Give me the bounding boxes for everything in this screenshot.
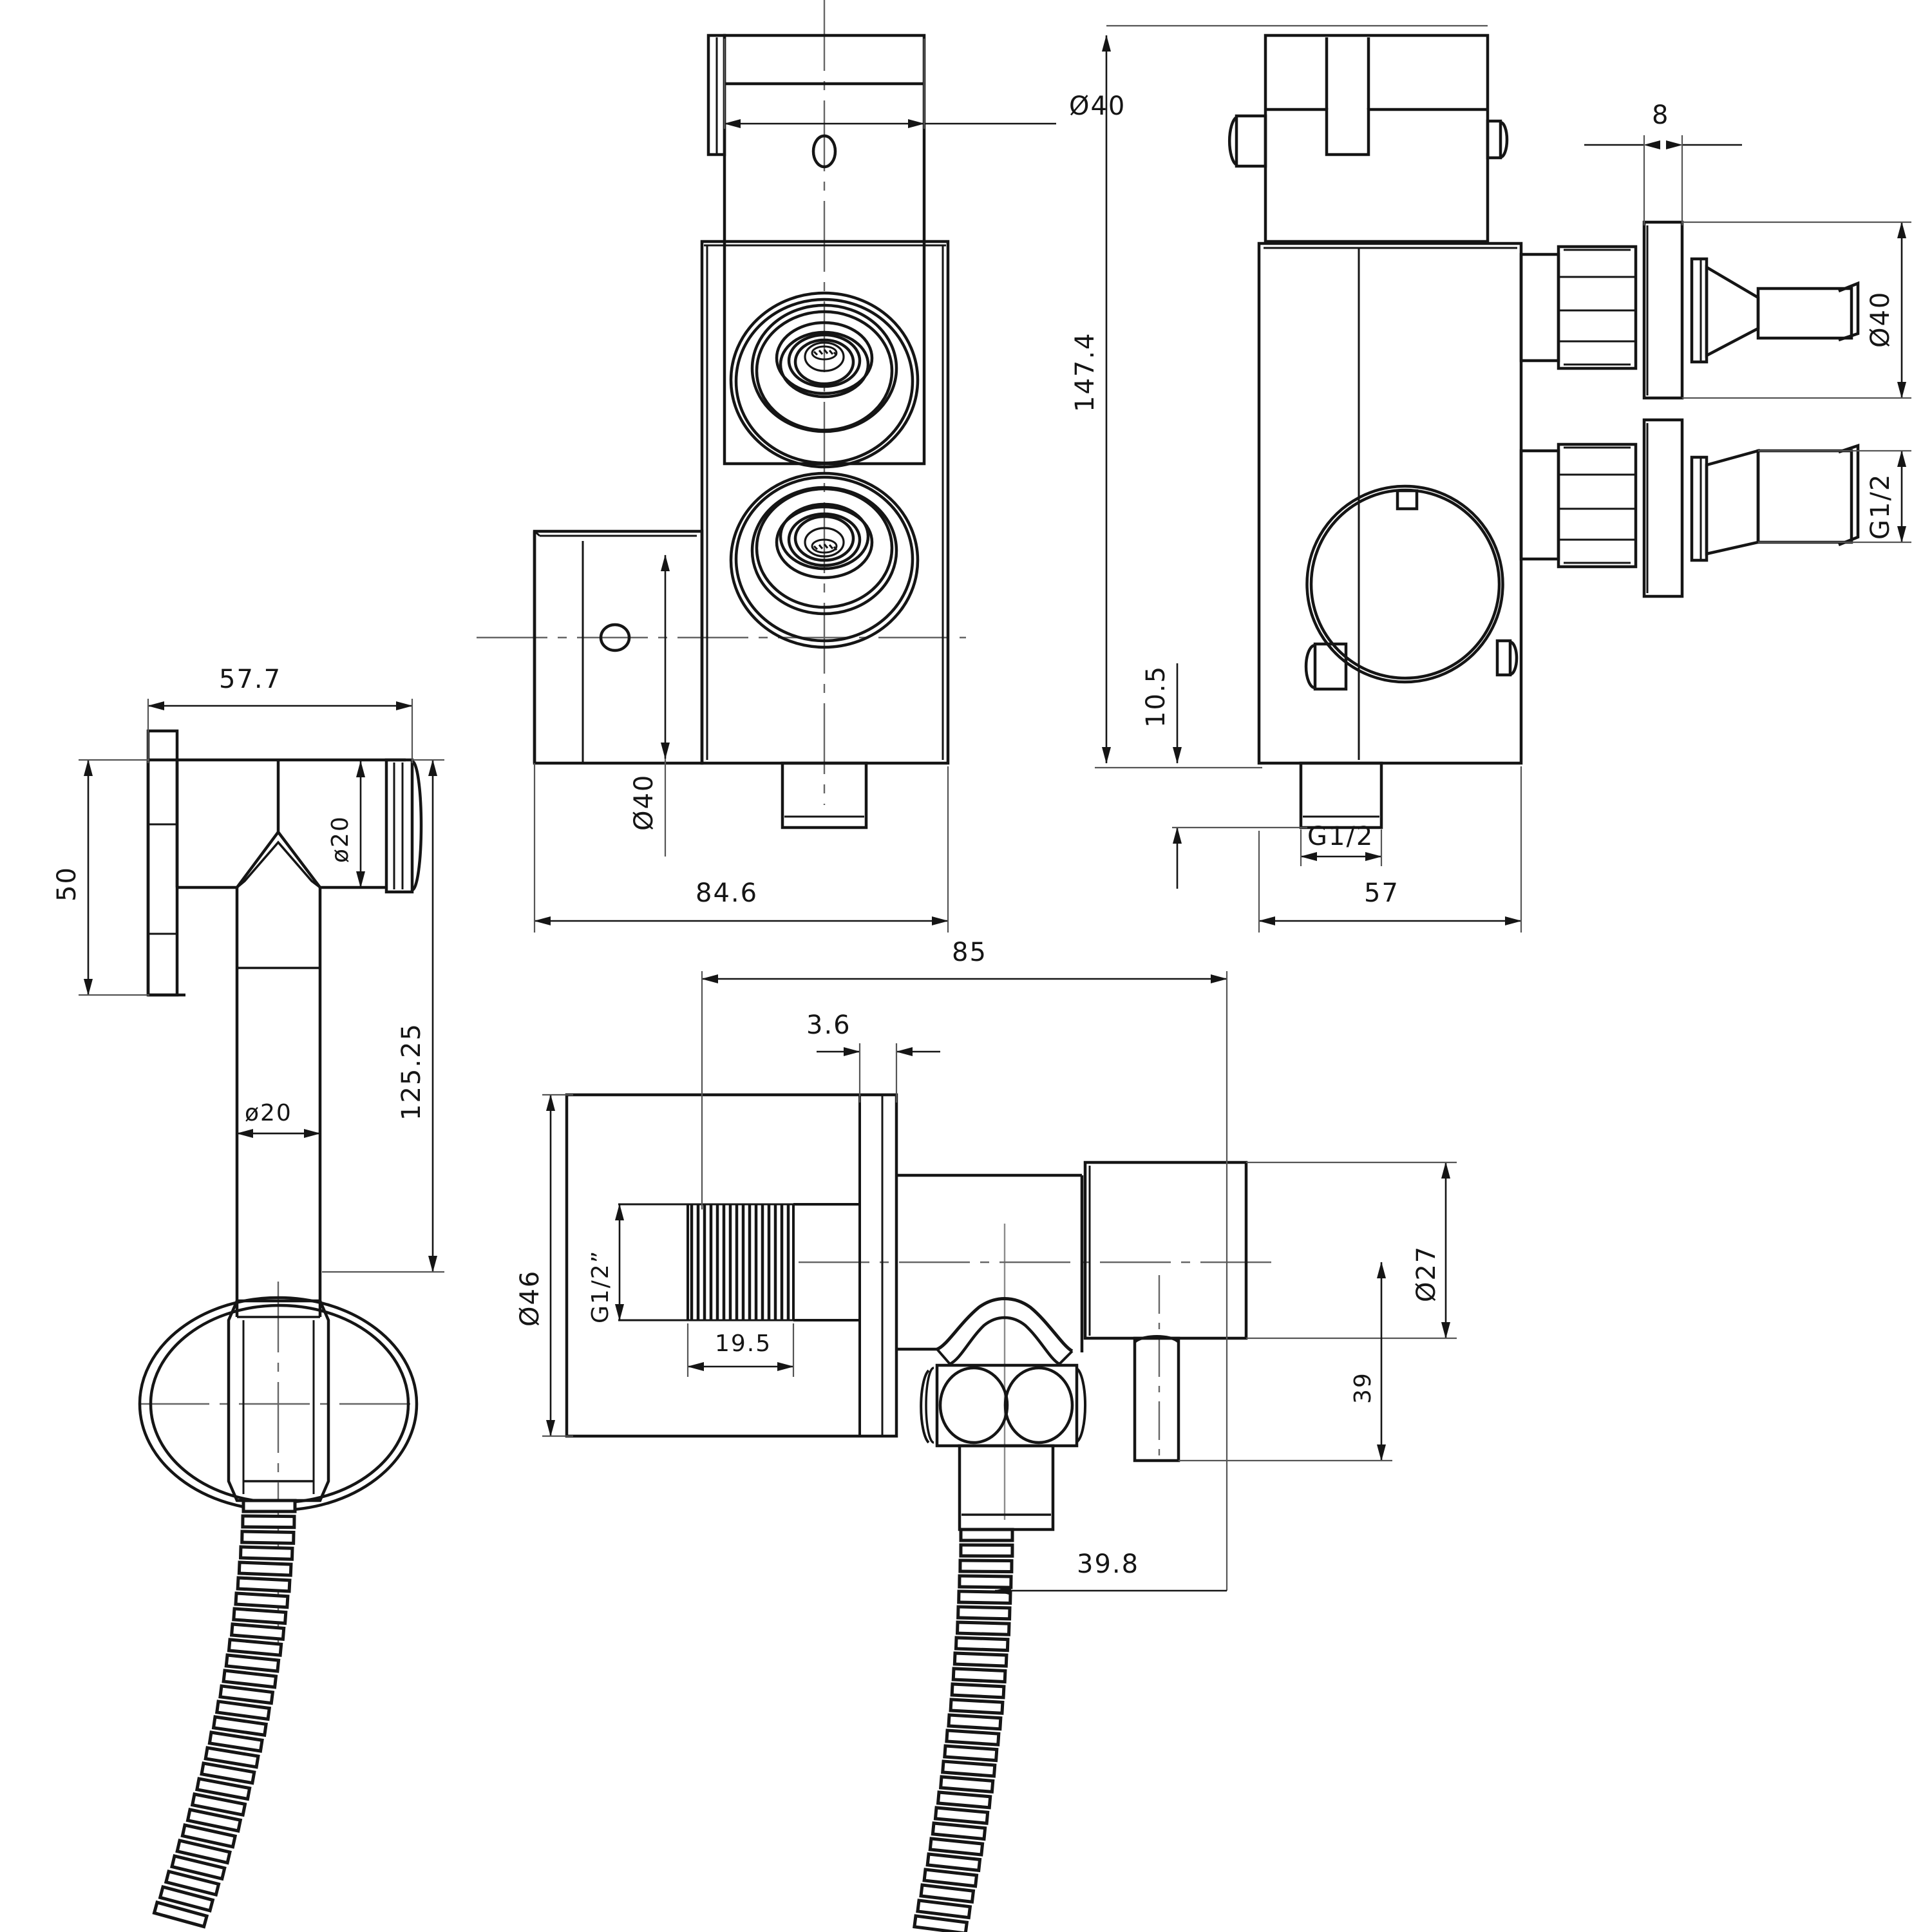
outlet-elbow-body <box>896 1173 1087 1531</box>
wall-bracket-side <box>533 529 704 765</box>
dim-label-8: 8 <box>1652 100 1669 130</box>
outlet-male-thread <box>618 1203 860 1321</box>
control-button-upper[interactable] <box>729 291 920 469</box>
handle-end-cap <box>384 758 423 894</box>
side-valve-view <box>1227 33 1860 829</box>
outlet-wall-plate <box>565 1093 898 1438</box>
spray-handle-dimensions <box>79 699 444 1273</box>
dim-label-dia27: Ø27 <box>1412 1245 1441 1302</box>
spray-head <box>236 760 386 889</box>
dim-label-g12-inlet: G1/2” <box>587 1250 614 1323</box>
dim-label-50: 50 <box>52 866 82 902</box>
dim-label-dia40-union: Ø40 <box>1866 291 1895 348</box>
dim-label-57: 57 <box>1364 878 1399 908</box>
dim-label-dia20-neck: ø20 <box>327 815 354 863</box>
front-view-dimensions <box>533 39 1056 933</box>
valve-upper-body <box>723 33 926 466</box>
side-upper-body <box>1264 33 1490 243</box>
dim-label-g12-bottom: G1/2 <box>1307 822 1374 851</box>
wall-outlet-dimensions <box>542 971 1457 1595</box>
dim-label-147-4: 147.4 <box>1070 332 1100 412</box>
dim-label-dia46: Ø46 <box>515 1270 545 1327</box>
side-bottom-spigot <box>1299 761 1383 829</box>
dim-label-57-7: 57.7 <box>219 665 281 694</box>
union-upper[interactable] <box>1519 220 1860 400</box>
bottom-outlet-spigot <box>781 761 868 829</box>
bracket-screw-hole <box>599 623 631 652</box>
valve-upper-left-tab <box>706 33 726 156</box>
valve-top-hole <box>811 134 837 169</box>
dim-label-dia20-body: ø20 <box>245 1100 292 1126</box>
dim-label-3-6: 3.6 <box>806 1010 851 1040</box>
dim-label-84-6: 84.6 <box>696 878 758 908</box>
side-right-nub <box>1486 119 1509 160</box>
dim-label-19-5: 19.5 <box>715 1331 772 1357</box>
dim-label-dia40-bracket: Ø40 <box>629 774 659 831</box>
dim-label-39: 39 <box>1350 1372 1376 1404</box>
side-main-block <box>1257 242 1523 765</box>
union-lower-flange <box>1642 418 1684 598</box>
dim-label-85: 85 <box>952 938 987 967</box>
dim-label-g12-union: G1/2 <box>1866 473 1895 540</box>
front-valve-view <box>477 0 966 829</box>
side-left-knob <box>1227 114 1267 168</box>
dim-label-10-5: 10.5 <box>1141 665 1171 728</box>
union-upper-cap <box>1756 287 1853 340</box>
wall-outlet-view <box>565 1093 1275 1932</box>
side-upper-slot <box>1265 108 1488 156</box>
cartridge-round-plate <box>1304 484 1519 691</box>
dim-label-125-25: 125.25 <box>397 1023 426 1121</box>
spray-handle-view <box>138 729 423 1927</box>
dim-label-dia40-top: Ø40 <box>1069 91 1126 121</box>
union-upper-nut <box>1557 245 1638 370</box>
dim-label-39-8: 39.8 <box>1077 1549 1139 1579</box>
control-button-lower[interactable] <box>729 471 920 649</box>
union-lower-nut <box>1557 442 1638 569</box>
side-view-dimensions <box>1095 24 1911 933</box>
